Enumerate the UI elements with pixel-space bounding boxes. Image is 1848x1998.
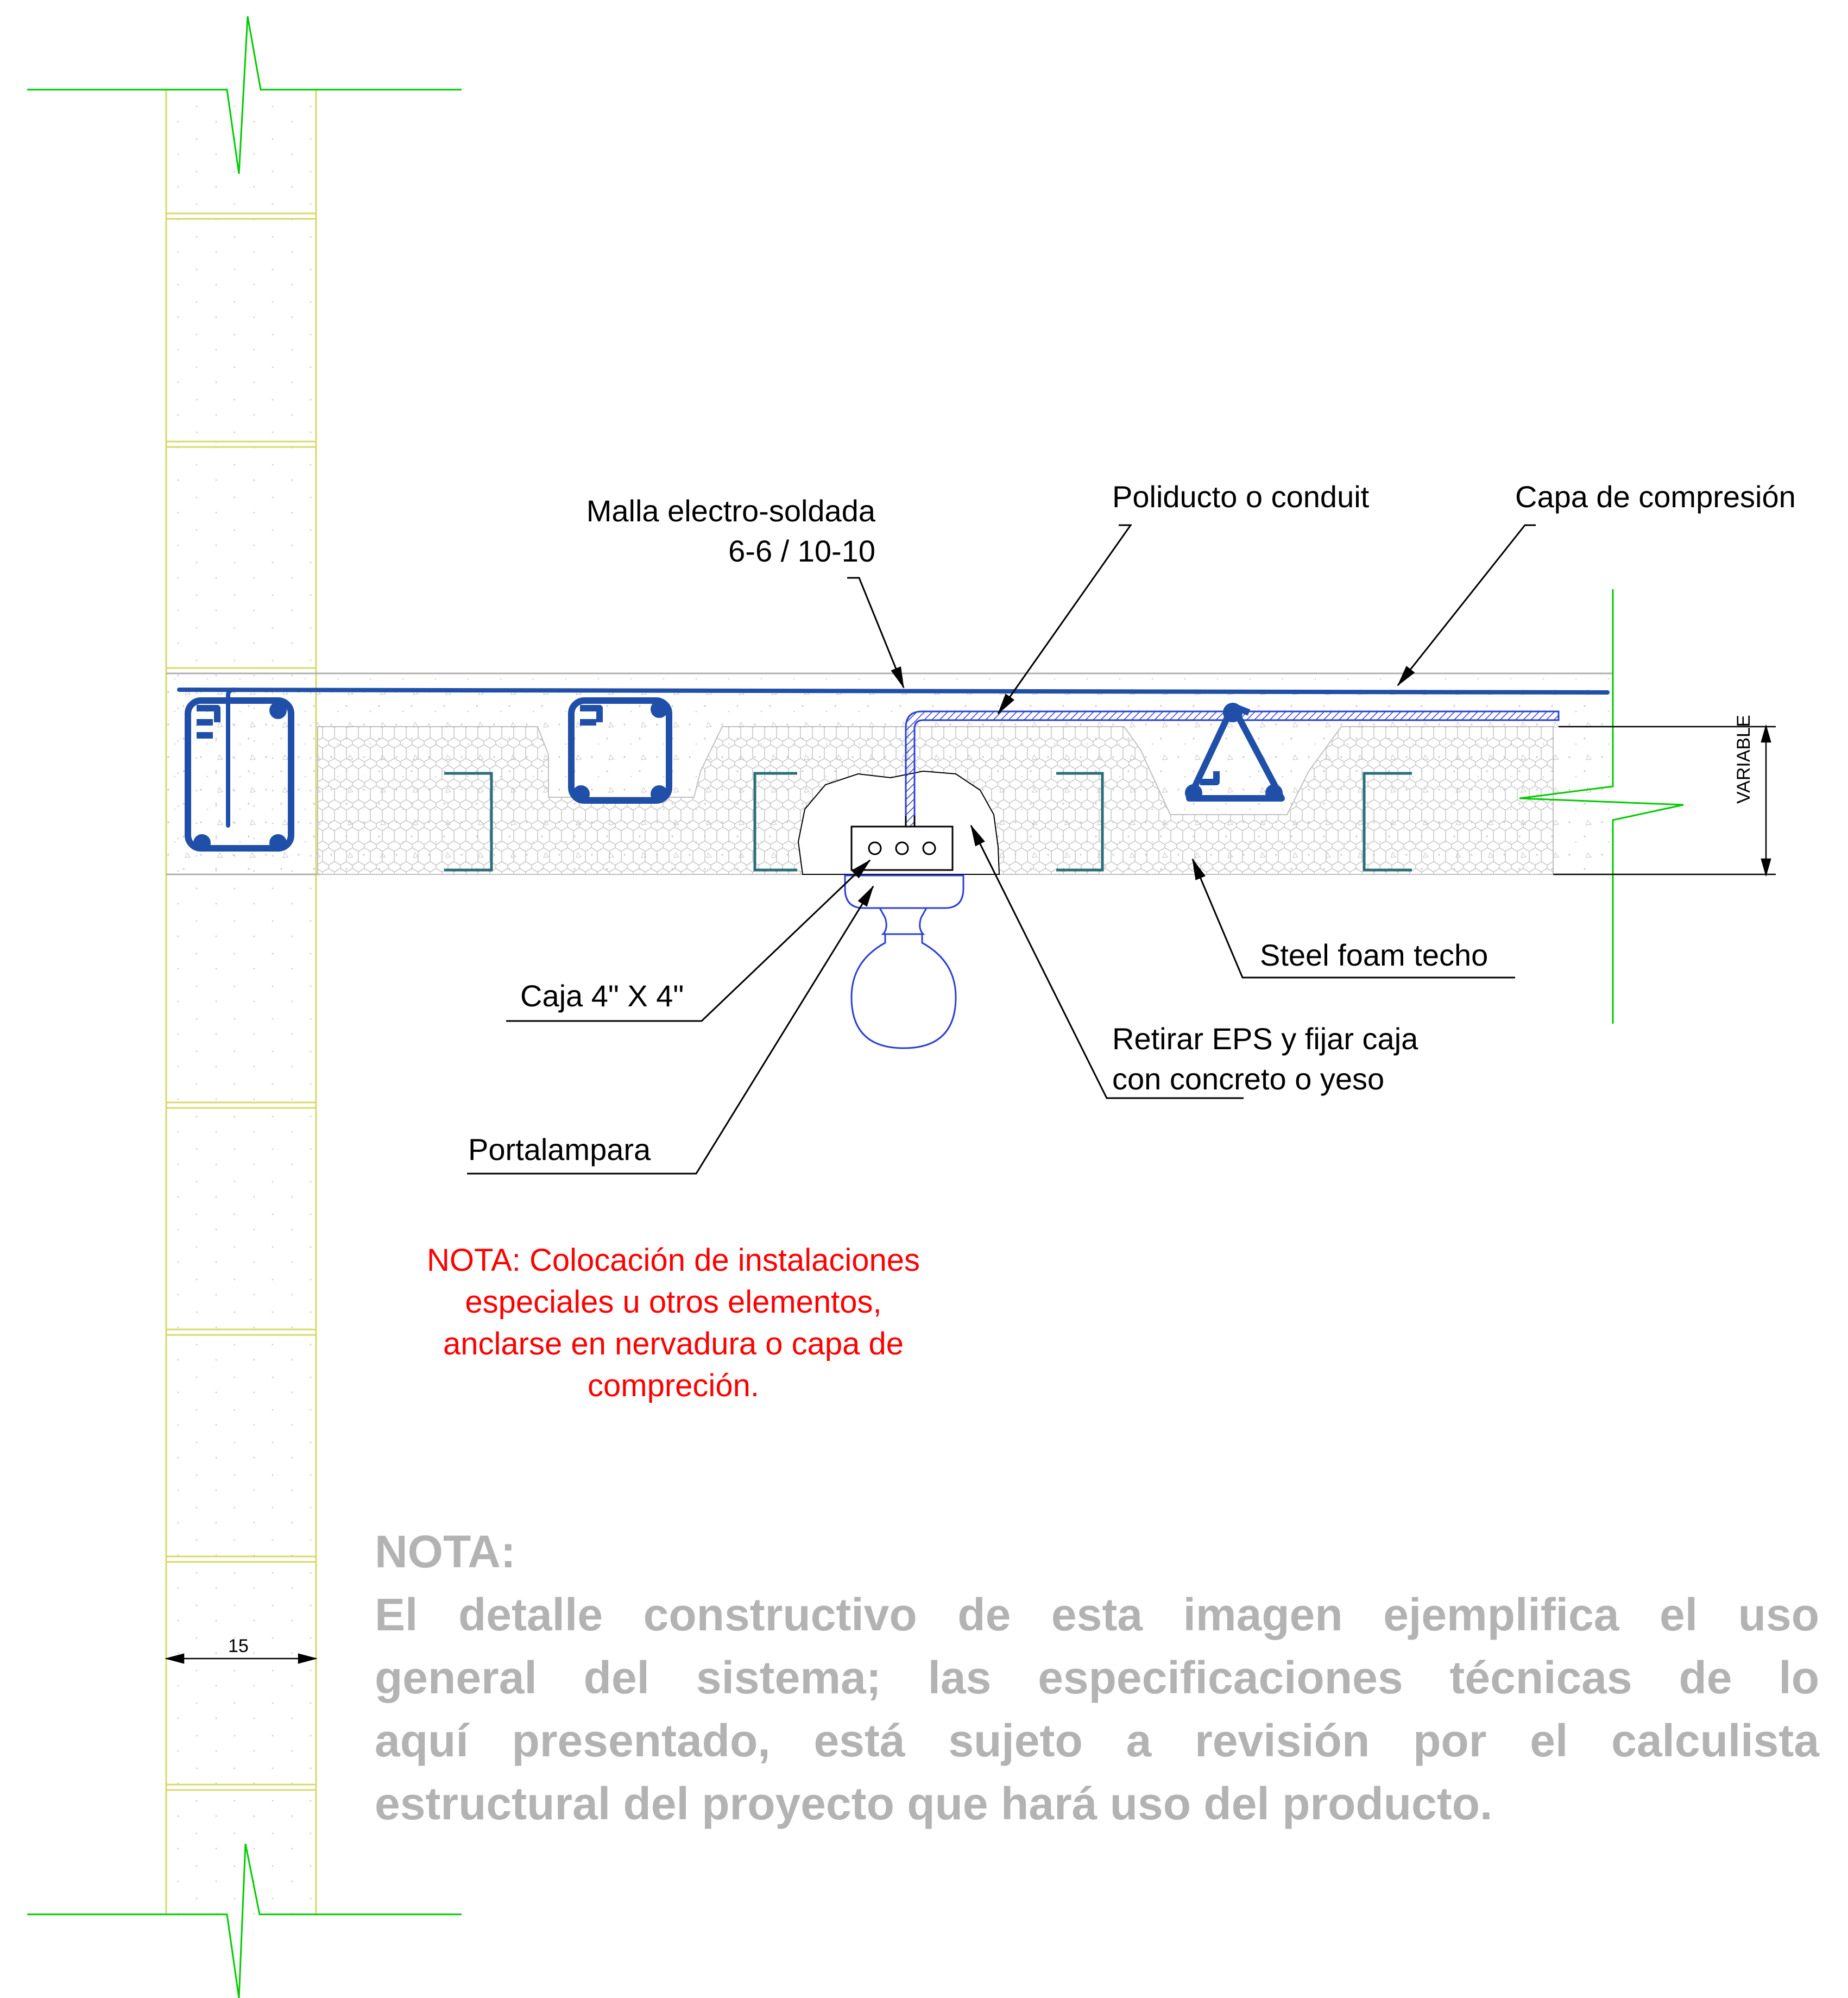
steel-channels <box>444 772 1412 872</box>
lamp-holder-and-bulb <box>844 874 964 1049</box>
label-welded-mesh-line2: 6-6 / 10-10 <box>728 533 875 568</box>
variable-dimension <box>1553 724 1776 877</box>
installation-note-line4: compreción. <box>588 1368 759 1404</box>
label-compression-layer: Capa de compresión <box>1515 480 1796 514</box>
break-line-right <box>1519 589 1684 1024</box>
disclaimer-line4: estructural del proyecto que hará uso de… <box>375 1778 1493 1829</box>
installation-note-line3: anclarse en nervadura o capa de <box>443 1326 904 1362</box>
label-lamp-holder: Portalampara <box>468 1132 651 1167</box>
disclaimer-line3: aquí presentado, está sujeto a revisión … <box>375 1715 1819 1766</box>
label-remove-eps-line1: Retirar EPS y fijar caja <box>1112 1022 1418 1056</box>
label-steel-foam: Steel foam techo <box>1260 938 1489 972</box>
disclaimer-line2: general del sistema; las especificacione… <box>375 1652 1819 1703</box>
break-line-top <box>27 16 462 174</box>
welded-mesh <box>177 688 1610 828</box>
installation-note: NOTA: Colocación de instalaciones especi… <box>337 1239 1010 1407</box>
installation-note-line2: especiales u otros elementos, <box>465 1284 882 1320</box>
label-box: Caja 4" X 4" <box>520 979 684 1013</box>
disclaimer-line1: El detalle constructivo de esta imagen e… <box>375 1589 1819 1640</box>
break-line-bottom <box>27 1843 462 1998</box>
disclaimer-title: NOTA: <box>375 1526 516 1577</box>
wall-width-dimension <box>165 1653 318 1664</box>
disclaimer-note: NOTA: El detalle constructivo de esta im… <box>375 1521 1819 1836</box>
label-remove-eps-line2: con concreto o yeso <box>1112 1061 1385 1096</box>
beam-stirrup-middle <box>568 697 672 804</box>
label-variable: VARIABLE <box>1733 715 1754 804</box>
wall-panel <box>165 90 317 1914</box>
conduit <box>905 710 1560 837</box>
label-remove-eps: Retirar EPS y fijar caja con concreto o … <box>1112 1019 1418 1099</box>
label-conduit: Poliducto o conduit <box>1112 480 1370 514</box>
label-wall-thickness: 15 <box>228 1636 249 1656</box>
beam-stirrup-triangle <box>1185 703 1285 802</box>
leader-lines <box>555 524 1536 1175</box>
label-welded-mesh-line1: Malla electro-soldada <box>586 494 875 528</box>
beam-stirrup-left <box>185 697 294 852</box>
label-welded-mesh: Malla electro-soldada 6-6 / 10-10 <box>550 491 875 571</box>
installation-note-line1: NOTA: Colocación de instalaciones <box>426 1243 920 1278</box>
